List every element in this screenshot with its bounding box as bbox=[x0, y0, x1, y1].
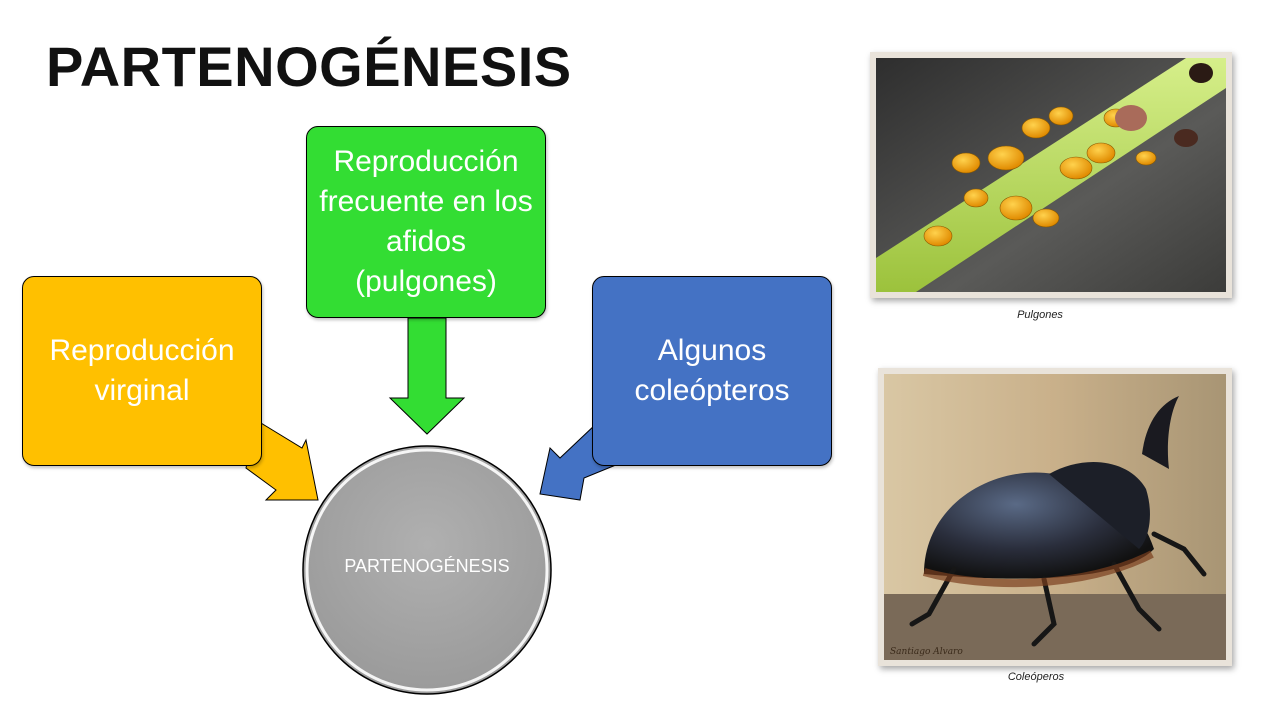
center-circle-label: PARTENOGÉNESIS bbox=[344, 556, 510, 576]
box-beetles: Algunos coleópteros bbox=[592, 276, 832, 466]
box-virginal-reproduction-label: Reproducción virginal bbox=[49, 334, 235, 407]
slide-title: PARTENOGÉNESIS bbox=[46, 35, 572, 98]
box-beetles-label: Algunos coleópteros bbox=[634, 334, 790, 407]
beetle-photo: Santiago Alvaro bbox=[878, 368, 1232, 666]
box-aphid-reproduction: Reproducción frecuente en los afidos (pu… bbox=[306, 126, 546, 318]
aphids-caption: Pulgones bbox=[1017, 309, 1063, 321]
beetle-photo-watermark: Santiago Alvaro bbox=[890, 647, 963, 657]
box-virginal-reproduction: Reproducción virginal bbox=[22, 276, 262, 466]
box-aphid-reproduction-label: Reproducción frecuente en los afidos (pu… bbox=[319, 145, 533, 298]
aphids-photo bbox=[870, 52, 1232, 298]
center-circle bbox=[302, 445, 552, 695]
beetle-caption: Coleóperos bbox=[1007, 671, 1065, 683]
arrow-green bbox=[388, 317, 466, 435]
arrow-yellow bbox=[245, 419, 319, 501]
